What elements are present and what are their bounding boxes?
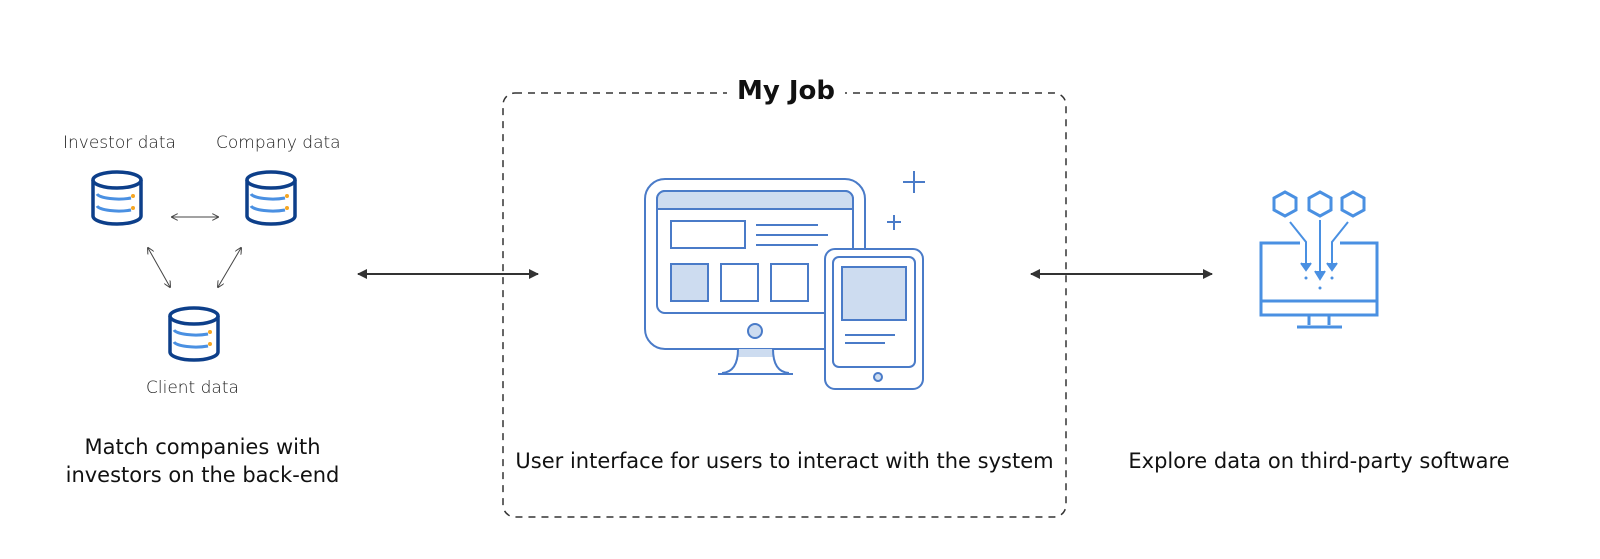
- hexagon-icon: [1340, 190, 1366, 218]
- data-import-icon: [1259, 190, 1379, 329]
- left-caption: Match companies with investors on the ba…: [40, 433, 365, 489]
- database-icon-investor: [91, 170, 143, 226]
- database-icon-company: [245, 170, 297, 226]
- hexagon-icon: [1272, 190, 1298, 218]
- client-data-label: Client data: [146, 378, 239, 398]
- tablet-icon: [824, 248, 924, 390]
- hexagon-icon: [1307, 190, 1333, 218]
- arrow-investor-client: [148, 248, 170, 287]
- arrow-company-client: [218, 248, 241, 287]
- left-caption-line-2: investors on the back-end: [65, 463, 340, 487]
- center-caption: User interface for users to interact wit…: [515, 449, 1054, 473]
- left-caption-line-1: Match companies with: [84, 435, 321, 459]
- monitor-icon: [644, 178, 866, 375]
- my-job-title: My Job: [727, 76, 846, 106]
- right-caption: Explore data on third-party software: [1128, 449, 1510, 473]
- my-job-frame: [502, 92, 1067, 518]
- investor-data-label: Investor data: [63, 133, 176, 153]
- database-icon-client: [168, 306, 220, 362]
- company-data-label: Company data: [216, 133, 341, 153]
- plus-icon: [887, 171, 925, 230]
